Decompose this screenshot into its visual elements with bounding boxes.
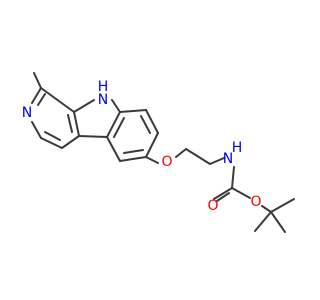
bond-c4b-c8a-double bbox=[113, 117, 125, 138]
bond-n2-c3 bbox=[31, 121, 42, 139]
bond-tbu-me2 bbox=[270, 211, 286, 233]
bond-c3-c4 bbox=[40, 137, 63, 149]
atom-h-indole: H bbox=[98, 79, 109, 95]
bond-ch2-n bbox=[209, 157, 225, 165]
bond-c8a-c8 bbox=[119, 109, 147, 113]
bond-c6-c5 bbox=[119, 156, 147, 162]
bond-c6-o bbox=[145, 156, 159, 164]
bond-o-ch2 bbox=[175, 148, 187, 158]
bond-c5-c4b bbox=[106, 136, 121, 162]
bond-c8-c7 bbox=[145, 109, 159, 134]
bond-c8a-c4b bbox=[106, 111, 121, 138]
bond-tbu-me3 bbox=[254, 211, 272, 232]
atom-h-carbamate: H bbox=[232, 140, 243, 156]
atom-o-ester: O bbox=[250, 194, 261, 210]
bond-methyl bbox=[33, 72, 42, 89]
bond-c4a-c9a bbox=[73, 111, 80, 137]
bond-c3-c4-double bbox=[44, 131, 61, 141]
bond-o-tbu bbox=[261, 205, 272, 213]
bond-c8-c7-double bbox=[140, 115, 151, 134]
atom-n-indole: N bbox=[98, 92, 108, 108]
bond-c-o-ester bbox=[231, 187, 251, 199]
structure-diagram: H N N O H N O O bbox=[22, 72, 295, 233]
bond-c9a-c4a-double bbox=[67, 114, 73, 133]
molecule-canvas: H N N O H N O O bbox=[21, 72, 295, 233]
bond-c1-n2-double bbox=[37, 93, 46, 106]
bond-c-o-carbonyl-double bbox=[216, 192, 230, 202]
bond-tbu-me1 bbox=[270, 198, 295, 213]
bond-c7-c6 bbox=[145, 132, 159, 158]
atom-o-carbonyl: O bbox=[207, 198, 218, 214]
bond-c4b-c4a bbox=[78, 135, 108, 138]
atom-o-ether: O bbox=[161, 154, 172, 170]
bond-ch2-ch2 bbox=[185, 148, 211, 165]
bond-c9a-n9 bbox=[73, 99, 95, 113]
bond-c-o-carbonyl bbox=[213, 187, 233, 200]
bond-c6-c5-double bbox=[123, 149, 144, 154]
bond-c4-c4a bbox=[61, 135, 80, 149]
atom-n-pyridine: N bbox=[22, 105, 32, 121]
bond-c9a-c1 bbox=[40, 87, 75, 113]
atom-n-carbamate: N bbox=[223, 151, 233, 167]
bond-n9-c8a bbox=[111, 99, 121, 113]
bond-c1-n2 bbox=[31, 87, 42, 104]
bond-n-carbonyl bbox=[231, 166, 235, 189]
